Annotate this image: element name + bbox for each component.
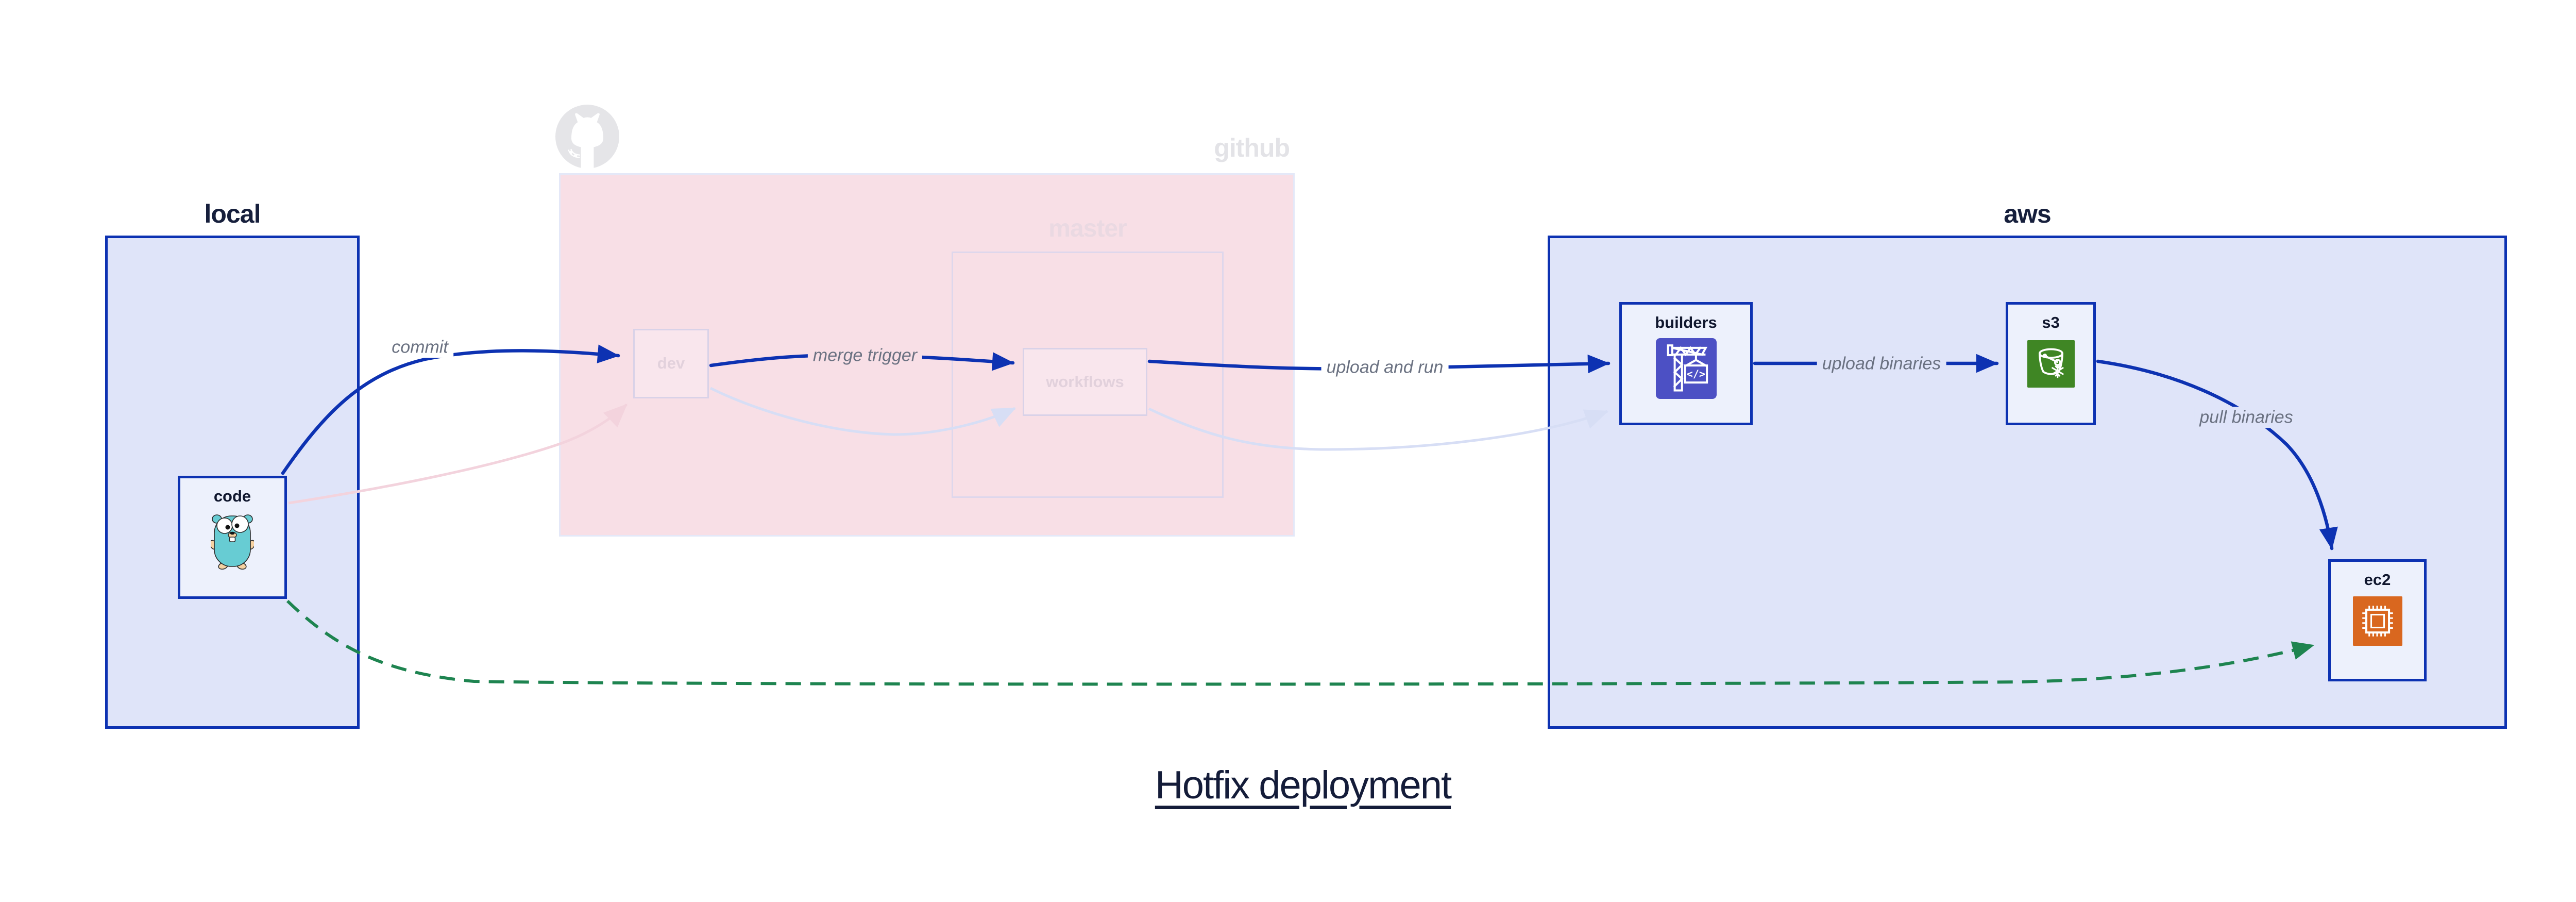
diagram-title: Hotfix deployment [1155,763,1452,807]
local-group-label: local [204,199,261,228]
ec2-chip-icon [2352,596,2402,648]
node-builders-label: builders [1655,313,1717,331]
master-group-label: master [1048,215,1127,242]
node-code: code [178,476,287,599]
node-ec2-label: ec2 [2364,571,2391,589]
edge-label-commit: commit [386,337,453,358]
edge-label-upload-binaries: upload binaries [1817,353,1946,375]
node-code-label: code [213,487,251,505]
master-group-box [952,252,1224,498]
codebuild-crane-icon: </> [1655,338,1717,402]
node-s3-label: s3 [2042,313,2060,331]
node-workflows-label: workflows [1046,372,1124,391]
node-s3: s3 [2006,302,2096,425]
node-dev-label: dev [657,354,685,373]
node-ec2: ec2 [2328,559,2427,681]
node-builders: builders </> [1619,302,1753,425]
aws-group-label: aws [2004,199,2052,228]
s3-bucket-icon [2027,340,2075,390]
node-dev: dev [633,329,709,398]
edge-label-upload-and-run: upload and run [1321,357,1449,378]
go-gopher-icon [209,512,256,572]
github-group-label: github [1214,133,1290,162]
edge-label-pull-binaries: pull binaries [2194,407,2298,428]
node-workflows: workflows [1023,348,1147,416]
svg-text:</>: </> [1686,368,1705,380]
edge-label-merge-trigger: merge trigger [807,345,923,366]
octocat-icon [555,105,619,171]
